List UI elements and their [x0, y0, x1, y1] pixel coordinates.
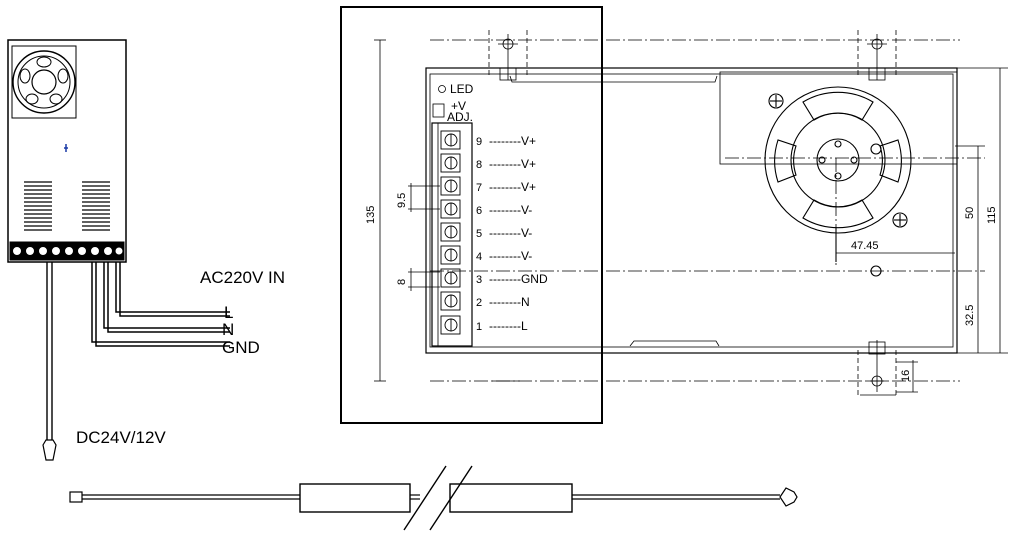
- ac-input-title: AC220V IN: [200, 268, 285, 287]
- terminal-block: [408, 85, 473, 347]
- marker-icon: [64, 144, 68, 152]
- dc-output-cable: [42, 262, 57, 461]
- terminal-number: 5: [476, 228, 482, 240]
- mount-tab-top-right: [857, 30, 897, 81]
- terminal-label: --------L: [489, 319, 528, 333]
- terminal-label: --------V+: [489, 180, 536, 194]
- terminal-label: --------V+: [489, 134, 536, 148]
- terminal-number: 3: [476, 274, 482, 286]
- terminal-number: 1: [476, 321, 482, 333]
- dim-mount-spacing: 50: [964, 207, 976, 219]
- fan-grille-icon: [719, 71, 958, 277]
- dim-tab-size: 16: [900, 370, 912, 382]
- terminal-number: 8: [476, 159, 482, 171]
- led-label: LED: [450, 82, 474, 96]
- terminal-label: --------N: [489, 295, 530, 309]
- terminal-detail-frame: [340, 6, 603, 424]
- input-line-l: L: [224, 303, 233, 322]
- break-mark: [403, 465, 447, 531]
- dim-overall-height: 135: [365, 206, 377, 224]
- vent-right: [82, 181, 110, 231]
- mount-tab-top-left: [488, 30, 528, 81]
- pitch-label: 9.5: [396, 193, 408, 208]
- dc-output-label: DC24V/12V: [76, 428, 166, 447]
- power-supply-unit: [7, 39, 127, 263]
- ac-input-wires: [91, 262, 230, 347]
- break-mark: [429, 465, 473, 531]
- adj-label-bottom: ADJ.: [447, 110, 473, 124]
- input-line-gnd: GND: [222, 338, 260, 357]
- terminal-label: --------GND: [489, 272, 548, 286]
- pitch-label-small: 8: [396, 279, 408, 285]
- dim-body-height: 115: [986, 206, 998, 224]
- terminal-label: --------V-: [489, 249, 532, 263]
- terminal-number: 2: [476, 297, 482, 309]
- terminal-number: 9: [476, 136, 482, 148]
- terminal-label: --------V-: [489, 203, 532, 217]
- technical-drawing: [374, 30, 1008, 396]
- terminal-number: 7: [476, 182, 482, 194]
- terminal-label: --------V+: [489, 157, 536, 171]
- terminal-label: --------V-: [489, 226, 532, 240]
- cable-assembly: [69, 465, 798, 531]
- terminal-number: 6: [476, 205, 482, 217]
- terminal-number: 4: [476, 251, 482, 263]
- input-line-n: N: [222, 320, 234, 339]
- vent-left: [24, 181, 52, 231]
- dim-hole-offset: 47.45: [851, 240, 879, 252]
- fan-icon: [11, 45, 77, 119]
- terminal-strip: [9, 241, 125, 261]
- adj-label-top: +V: [451, 99, 466, 113]
- dim-bottom-offset: 32.5: [964, 305, 976, 326]
- terminal-list: 9 --------V+ 8 --------V+ 7 --------V+ 6…: [476, 134, 548, 333]
- mount-tab-bottom-right: [857, 340, 897, 396]
